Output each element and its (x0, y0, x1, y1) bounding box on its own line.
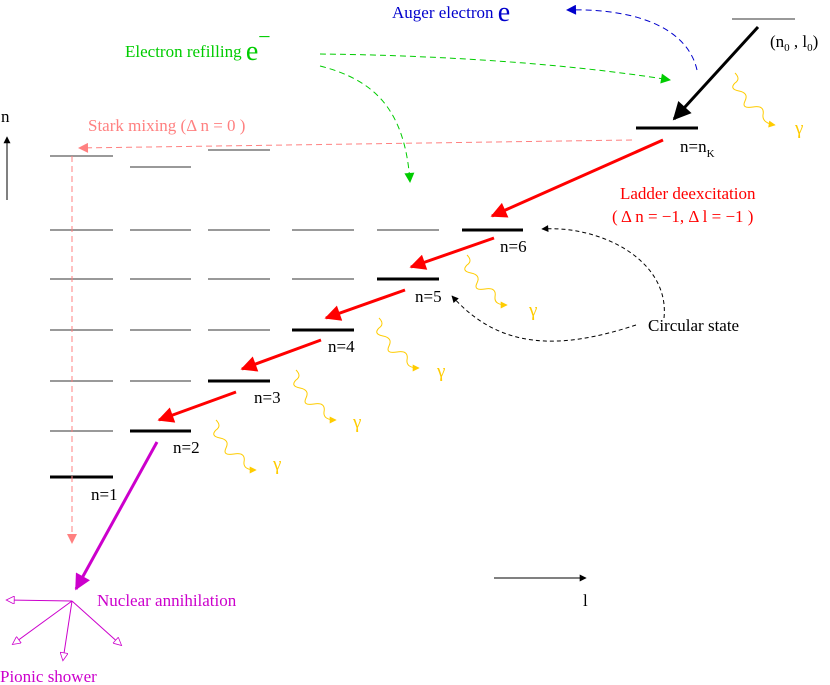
level-label-n3: n=3 (254, 388, 281, 407)
shower-arrow (7, 600, 73, 601)
photon-wave (732, 72, 776, 128)
photon-wave (213, 419, 257, 474)
level-label-n4: n=4 (328, 337, 355, 356)
refill-arrow-right (319, 53, 671, 84)
ladder-arrow-nk-6 (490, 138, 664, 218)
nuclear-annihilation-label: Nuclear annihilation (97, 591, 237, 610)
gamma-label: γ (794, 118, 803, 139)
ladder-arrow-6-5 (409, 236, 495, 270)
circular-arrow-to-n6 (541, 225, 665, 319)
ladder-arrow-5-4 (324, 288, 406, 321)
level-label-n6: n=6 (500, 237, 527, 256)
ladder-arrows (157, 138, 664, 423)
initial-state-label: (n0 , l0) (770, 32, 818, 54)
gamma-label: γ (436, 361, 445, 382)
pionic-shower-label: Pionic shower (0, 667, 97, 685)
gamma-label: γ (528, 300, 537, 321)
ladder-arrow-4-3 (240, 338, 322, 372)
circular-arrow-to-n5 (451, 295, 637, 342)
annihilation-arrow (74, 441, 159, 591)
photon-wave (464, 254, 508, 309)
gamma-label: γ (352, 412, 361, 433)
shower-arrow (71, 600, 121, 645)
l-axis-label: l (583, 591, 588, 610)
auger-label: Auger electron e− (392, 0, 523, 28)
circular-state-label: Circular state (648, 316, 739, 335)
shower-arrow (13, 600, 73, 644)
ladder-label-line1: Ladder deexcitation (620, 184, 756, 203)
ladder-label-line2: ( Δ n = −1, Δ l = −1 ) (612, 207, 753, 226)
photon-wave (293, 369, 337, 424)
level-label-n2: n=2 (173, 438, 200, 457)
photon-wave (376, 317, 420, 372)
auger-arrow (566, 4, 698, 71)
refill-arrow-down (319, 65, 415, 183)
ladder-arrow-3-2 (157, 390, 237, 423)
sublevel-lines (50, 18, 795, 432)
entry-arrow (672, 25, 760, 121)
level-label-n1: n=1 (91, 485, 118, 504)
level-label-n5: n=5 (415, 287, 442, 306)
stark-mixing-arrow (78, 139, 633, 153)
electron-refilling-label: Electron refilling e− (125, 24, 271, 67)
shower-arrow (63, 600, 73, 660)
pionic-shower-arrows (7, 600, 121, 660)
n-axis-label: n (1, 107, 10, 126)
circular-levels (50, 126, 698, 479)
photons (213, 72, 776, 474)
stark-mixing-label: Stark mixing (Δ n = 0 ) (88, 116, 245, 135)
gamma-label: γ (272, 454, 281, 475)
nk-label: n=nK (680, 137, 715, 160)
